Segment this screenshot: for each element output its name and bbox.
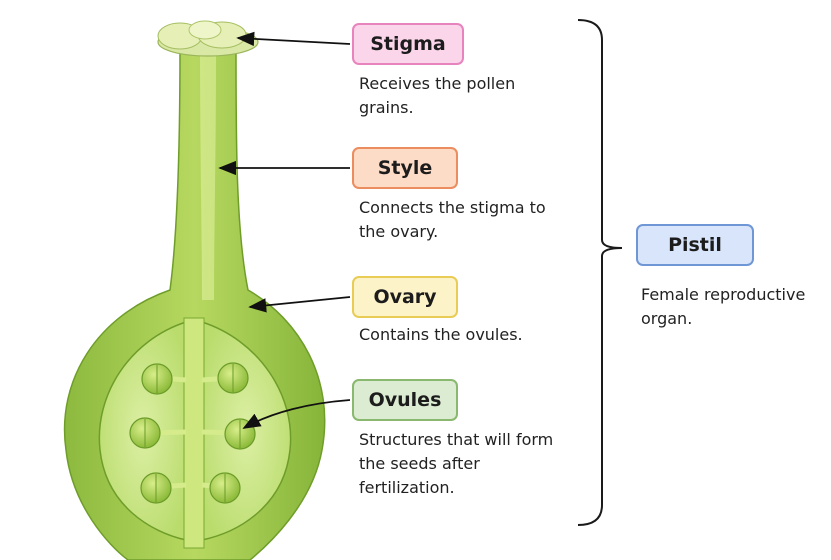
ovary-label: Ovary bbox=[352, 276, 458, 318]
ovules-label: Ovules bbox=[352, 379, 458, 421]
stigma-description: Receives the pollen grains. bbox=[359, 72, 569, 120]
ovary-septum bbox=[184, 318, 204, 548]
ovules-description: Structures that will form the seeds afte… bbox=[359, 428, 569, 500]
style-label: Style bbox=[352, 147, 458, 189]
ovary-description: Contains the ovules. bbox=[359, 323, 569, 347]
stigma-label: Stigma bbox=[352, 23, 464, 65]
pistil-description: Female reproductive organ. bbox=[641, 283, 826, 331]
pistil-illustration bbox=[65, 21, 325, 560]
style-description: Connects the stigma to the ovary. bbox=[359, 196, 569, 244]
pistil-bracket bbox=[578, 20, 622, 525]
style-highlight bbox=[200, 50, 216, 300]
pistil-label: Pistil bbox=[636, 224, 754, 266]
